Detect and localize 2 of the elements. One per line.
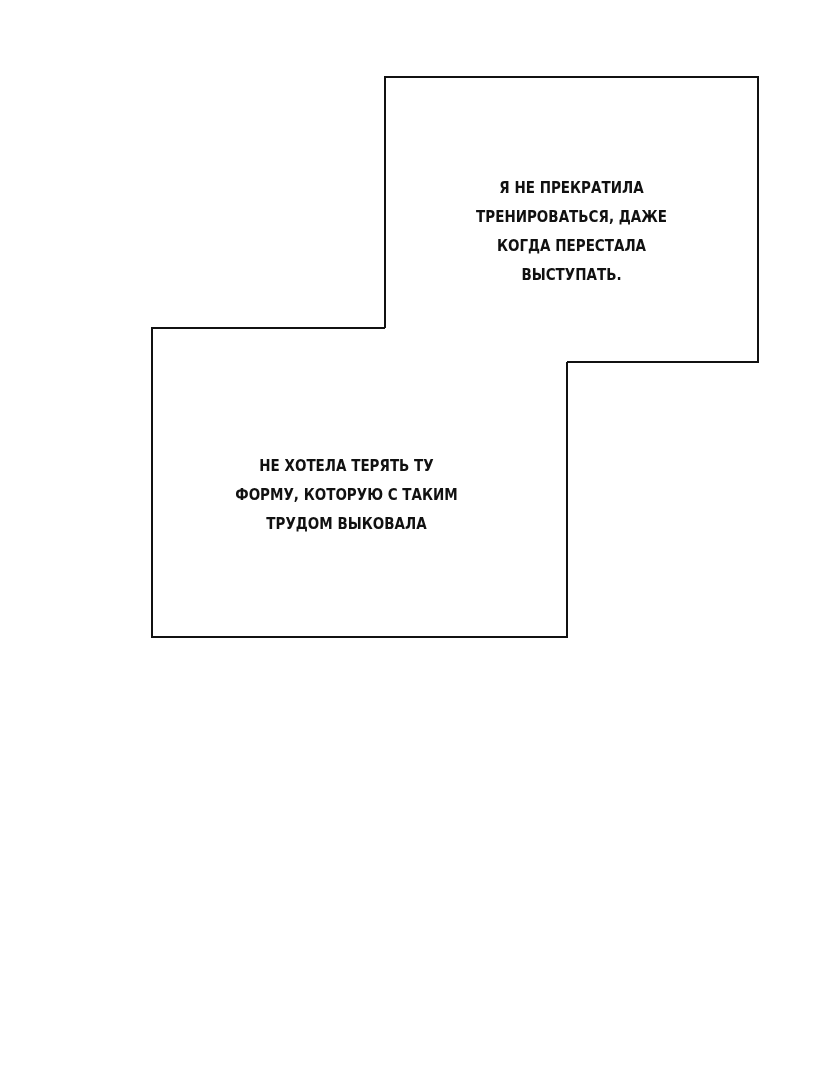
caption-text: Я НЕ ПРЕКРАТИЛА ТРЕНИРОВАТЬСЯ, ДАЖЕ КОГДА ПЕРЕСТАЛА ВЫСТУПАТЬ. [475, 178, 668, 286]
caption-text: НЕ ХОТЕЛА ТЕРЯТЬ ТУ ФОРМУ, КОТОРУЮ С ТАКИМ ТРУДОМ ВЫКОВАЛА [234, 456, 459, 535]
